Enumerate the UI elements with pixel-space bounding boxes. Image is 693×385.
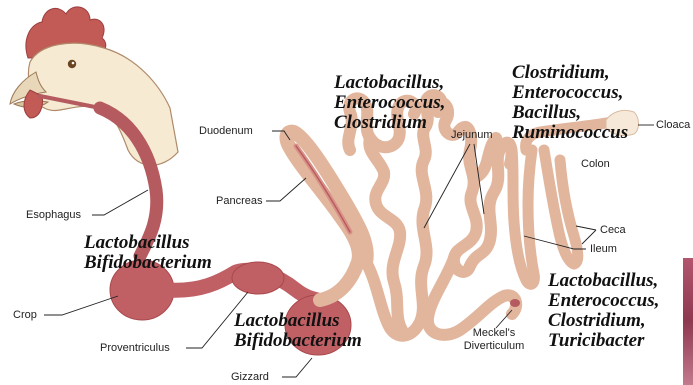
label-ceca: Ceca (600, 224, 626, 237)
bacteria-si-1: Lactobacillus, (334, 73, 445, 93)
bacteria-ileum-3: Clostridium, (548, 311, 659, 331)
bacteria-si-3: Clostridium (334, 113, 445, 133)
label-ileum: Ileum (590, 243, 617, 256)
duodenum-loop (287, 132, 367, 300)
leader-esophagus (92, 190, 148, 215)
bacteria-colon-2: Enterococcus, (512, 83, 628, 103)
label-colon: Colon (581, 158, 610, 171)
bacteria-ileum-2: Enterococcus, (548, 291, 659, 311)
ceca-and-colon (512, 122, 612, 284)
label-jejunum: Jejunum (451, 129, 493, 142)
chicken-head-illustration (10, 7, 178, 165)
leader-crop (44, 296, 118, 315)
leader-ceca-a (576, 226, 596, 230)
leader-gizzard (282, 358, 312, 377)
cecum-left (512, 150, 534, 284)
leader-ceca-b (582, 230, 596, 244)
bacteria-si-2: Enterococcus, (334, 93, 445, 113)
bacteria-crop: Lactobacillus Bifidobacterium (84, 233, 212, 273)
proventriculus-bulge (232, 262, 284, 294)
meckels-diverticulum (510, 299, 520, 307)
label-pancreas: Pancreas (216, 195, 262, 208)
bacteria-colon-3: Bacillus, (512, 103, 628, 123)
cecum-right (544, 150, 578, 264)
label-crop: Crop (13, 309, 37, 322)
bacteria-ileum-1: Lactobacillus, (548, 271, 659, 291)
bacteria-gizzard: Lactobacillus Bifidobacterium (234, 311, 362, 351)
label-cloaca: Cloaca (656, 119, 690, 132)
label-meckels-line2: Diverticulum (456, 340, 532, 353)
bacteria-ileum-4: Turicibacter (548, 331, 659, 351)
bacteria-crop-1: Lactobacillus (84, 233, 212, 253)
bacteria-crop-2: Bifidobacterium (84, 253, 212, 273)
bacteria-colon-4: Ruminococcus (512, 123, 628, 143)
adjacent-photo-edge (683, 258, 693, 385)
bacteria-gizzard-2: Bifidobacterium (234, 331, 362, 351)
bacteria-colon-1: Clostridium, (512, 63, 628, 83)
label-esophagus: Esophagus (26, 209, 81, 222)
bacteria-gizzard-1: Lactobacillus (234, 311, 362, 331)
leader-pancreas (266, 178, 306, 201)
label-meckels-diverticulum: Meckel's Diverticulum (456, 327, 532, 353)
eye (68, 60, 76, 68)
bacteria-ileum: Lactobacillus, Enterococcus, Clostridium… (548, 271, 659, 351)
label-duodenum: Duodenum (199, 125, 253, 138)
bacteria-colon: Clostridium, Enterococcus, Bacillus, Rum… (512, 63, 628, 143)
label-meckels-line1: Meckel's (456, 327, 532, 340)
label-gizzard: Gizzard (231, 371, 269, 384)
bacteria-small-intestine: Lactobacillus, Enterococcus, Clostridium (334, 73, 445, 133)
label-proventriculus: Proventriculus (100, 342, 170, 355)
